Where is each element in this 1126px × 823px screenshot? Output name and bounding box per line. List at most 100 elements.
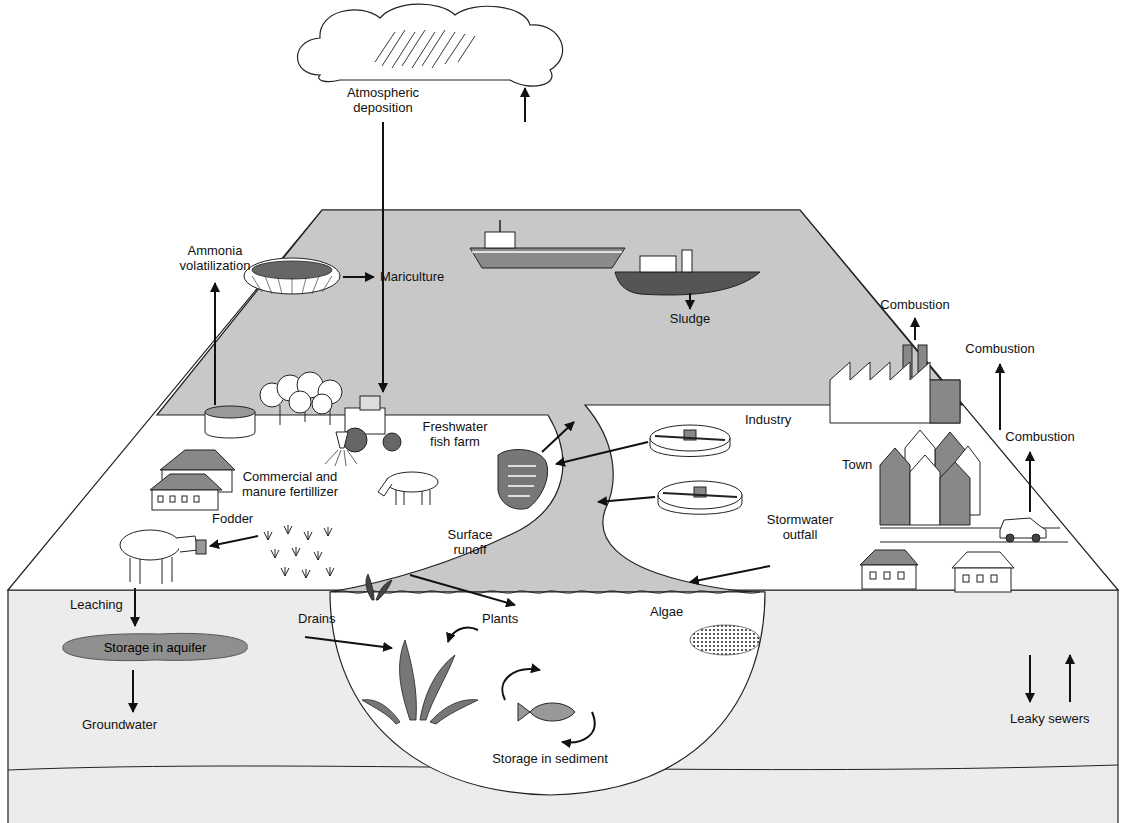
mariculture-pen-part: [252, 276, 332, 294]
farm-buildings-part: [152, 490, 218, 510]
flow-arrows-part: [1069, 655, 1071, 702]
farm-buildings-part: [182, 496, 187, 502]
crops-part: [281, 567, 289, 576]
factory-part: [830, 362, 960, 423]
flow-label: Surface runoff: [439, 528, 501, 558]
fish-part: [518, 703, 530, 721]
flow-arrows-part: [914, 318, 916, 340]
cargo-ship-part: [472, 251, 622, 253]
flow-arrows-part: [690, 566, 770, 582]
bank-plant-part: [366, 574, 374, 600]
crops-part: [324, 527, 332, 536]
trees: [260, 372, 342, 425]
flow-arrows-part: [132, 670, 134, 712]
flow-label: Drains: [298, 612, 336, 627]
house-part: [952, 552, 1014, 568]
rain-cloud-part: [375, 30, 475, 68]
mariculture-pen-part: [244, 258, 340, 294]
flow-arrows-part: [214, 283, 216, 405]
town-part: [940, 462, 970, 525]
tractor-part: [325, 450, 357, 466]
water-body: [330, 591, 765, 795]
house-part: [884, 572, 890, 579]
rain-cloud-part-part: [375, 32, 395, 62]
flow-arrows-part: [689, 293, 691, 309]
cow-part: [140, 559, 141, 584]
farm-buildings-part: [150, 474, 222, 490]
crops-part: [264, 531, 272, 540]
house: [952, 552, 1014, 592]
tractor-part-part: [347, 450, 357, 464]
cow-part: [396, 490, 397, 505]
cow-part: [172, 557, 173, 582]
trees-part: [312, 394, 332, 414]
crops-part: [304, 531, 312, 540]
cow-part: [404, 491, 405, 505]
flow-arrows-part: [410, 575, 515, 605]
house-part: [870, 572, 876, 579]
water-plants-part: [430, 700, 478, 724]
rain-cloud-part-part: [445, 34, 465, 64]
tractor-part: [336, 432, 348, 448]
flow-arrows-part: [999, 364, 1001, 430]
treatment-plant-part: [658, 481, 742, 509]
flow-label: Sludge: [670, 312, 710, 327]
flow-label: Combustion: [880, 298, 949, 313]
flow-arrows-part: [210, 536, 258, 546]
town: [880, 430, 980, 525]
treatment-plant: [650, 425, 730, 457]
fish-part: [530, 703, 575, 721]
trees-part: [289, 391, 311, 413]
aquifer-outline: [63, 633, 247, 660]
treatment-plant-part: [650, 425, 730, 451]
house-part: [977, 575, 983, 582]
flow-label: Leaching: [70, 598, 123, 613]
house-part: [963, 575, 969, 582]
water-body-part: [335, 591, 760, 593]
flow-arrows-part: [502, 669, 540, 700]
sludge-ship-part: [682, 250, 692, 272]
cargo-ship-part: [499, 220, 501, 232]
flow-arrows-part: [448, 628, 478, 642]
mariculture-pen-part-part: [322, 276, 332, 292]
fish-farm: [498, 450, 548, 510]
car: [1000, 518, 1046, 542]
manure-tank: [205, 406, 255, 438]
crops-part: [271, 549, 279, 558]
aquifer-body: Storage in aquifer: [55, 630, 255, 664]
flow-arrows-part: [542, 422, 574, 452]
ground-block-part: [8, 590, 1118, 823]
rain-cloud-part-part: [392, 32, 415, 68]
tractor-part: [383, 433, 401, 451]
car-part: [1006, 534, 1014, 542]
mariculture-pen-part-part: [278, 278, 282, 294]
water-body-part: [330, 592, 765, 795]
flow-arrows-part: [382, 122, 384, 392]
rain-cloud: [298, 4, 563, 86]
mariculture-pen-part-part: [312, 276, 319, 294]
flow-arrows: [133, 88, 1070, 743]
rain-cloud-part: [298, 4, 563, 86]
crops: [264, 525, 334, 578]
rain-cloud-part-part: [432, 32, 455, 68]
farm-buildings-part: [194, 496, 199, 502]
flow-label: Industry: [745, 413, 791, 428]
rain-cloud-part-part: [382, 30, 405, 66]
cow-part: [386, 472, 438, 492]
mariculture-pen-part-part: [302, 278, 306, 294]
sludge-ship-part: [640, 256, 676, 272]
fish-farm-part: [508, 466, 536, 496]
house-part: [860, 550, 918, 565]
flow-label: Fodder: [212, 512, 253, 527]
cow-part: [196, 540, 206, 554]
ground-block: [8, 590, 1118, 823]
flow-label: Plants: [482, 612, 518, 627]
fish: [518, 703, 575, 721]
house-part: [955, 568, 1011, 592]
cargo-ship: [470, 220, 625, 268]
tractor-part: [360, 396, 380, 410]
crops-part: [302, 569, 310, 578]
tractor-part-part: [335, 450, 341, 466]
town-part: [880, 448, 910, 525]
